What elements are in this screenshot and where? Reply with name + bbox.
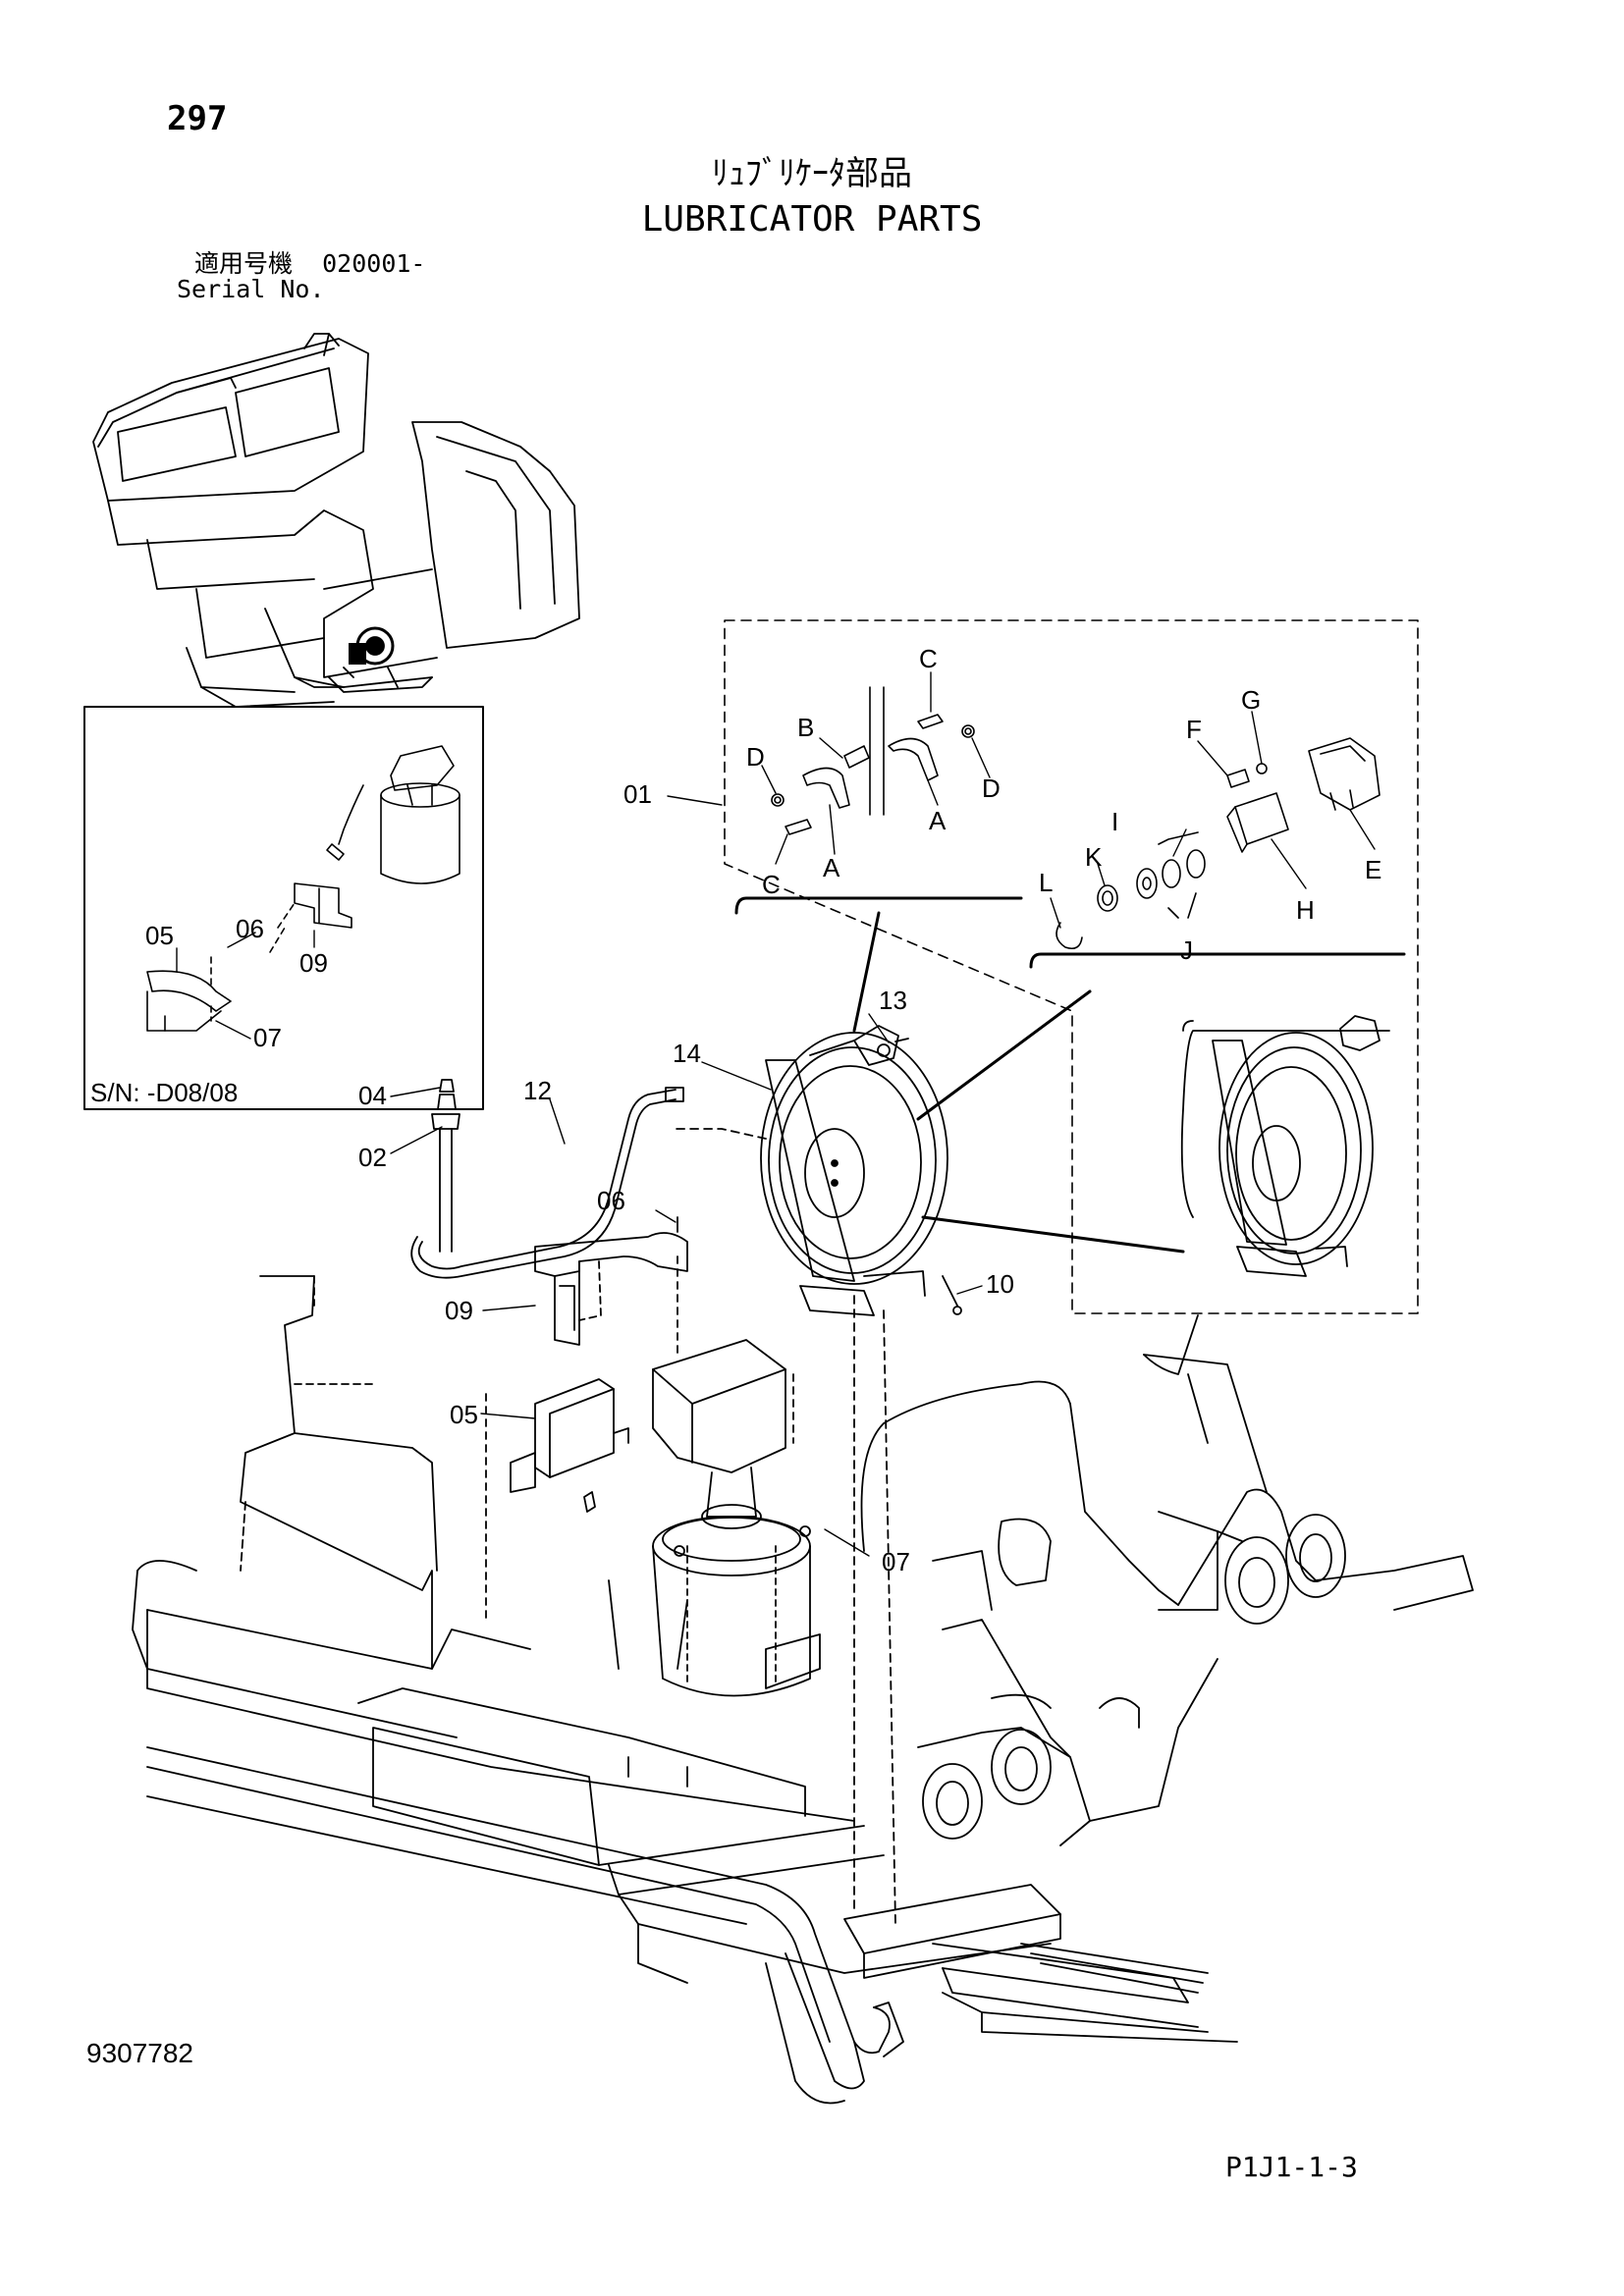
inset-box-earlier-serial: 05 06 07 09 S/N: -D08/08	[83, 706, 484, 1110]
serial-row: 適用号機 020001-	[194, 251, 425, 276]
serial-value: 020001-	[322, 249, 426, 278]
machine-overview-illustration	[92, 333, 580, 708]
lubricator-tank-and-brackets	[485, 1216, 962, 1925]
page-title: LUBRICATOR PARTS	[641, 199, 983, 240]
serial-label-en: Serial No.	[177, 275, 325, 303]
callout-10: 10	[986, 1269, 1014, 1299]
callout-05: 05	[450, 1400, 478, 1429]
exploded-callout-L: L	[1039, 868, 1053, 897]
document-number: 9307782	[86, 2038, 194, 2068]
grease-hose-illustration	[410, 1079, 684, 1279]
callout-09: 09	[445, 1296, 473, 1325]
callout-12: 12	[523, 1076, 552, 1105]
exploded-callout-D-left: D	[746, 742, 765, 772]
inset-serial-label: S/N: -D08/08	[90, 1078, 238, 1107]
callout-06: 06	[597, 1186, 625, 1215]
callout-13: 13	[879, 986, 907, 1015]
page-number: 297	[167, 99, 228, 138]
figure-code: P1J1-1-3	[1225, 2151, 1358, 2183]
exploded-callout-K: K	[1085, 842, 1103, 872]
exploded-callout-E: E	[1365, 855, 1381, 884]
callout-02: 02	[358, 1143, 387, 1172]
exploded-callout-I: I	[1111, 807, 1118, 836]
title-japanese: ﾘｭﾌﾞﾘｹｰﾀ部品	[712, 154, 912, 193]
exploded-callout-D-right: D	[982, 774, 1001, 803]
reel-detail-illustration	[1180, 1015, 1390, 1277]
callout-07: 07	[882, 1547, 910, 1576]
callout-01: 01	[623, 779, 652, 809]
hose-reel-illustration	[675, 1025, 948, 1316]
exploded-callout-C-bottom: C	[762, 870, 781, 899]
exploded-callout-H: H	[1296, 895, 1315, 925]
inset-callout-07: 07	[253, 1023, 282, 1052]
exploded-callout-C-top: C	[919, 644, 938, 673]
exploded-callout-A-left: A	[823, 853, 840, 882]
exploded-view-box: C B D D A A C F G E H I J K L	[724, 619, 1419, 1314]
exploded-callout-J: J	[1180, 935, 1193, 965]
frame-structure-illustration	[132, 1275, 1474, 2105]
exploded-callout-A-right: A	[929, 806, 947, 835]
inset-callout-09: 09	[299, 948, 328, 978]
callout-04: 04	[358, 1081, 387, 1110]
inset-callout-06: 06	[236, 914, 264, 943]
callout-14: 14	[673, 1039, 701, 1068]
exploded-callout-B: B	[797, 713, 814, 742]
exploded-callout-G: G	[1241, 685, 1261, 715]
serial-label-jp: 適用号機	[194, 249, 294, 278]
inset-callout-05: 05	[145, 921, 174, 950]
main-leader-lines	[390, 795, 983, 1557]
reference-lines	[852, 911, 1185, 1254]
exploded-callout-F: F	[1186, 715, 1202, 744]
